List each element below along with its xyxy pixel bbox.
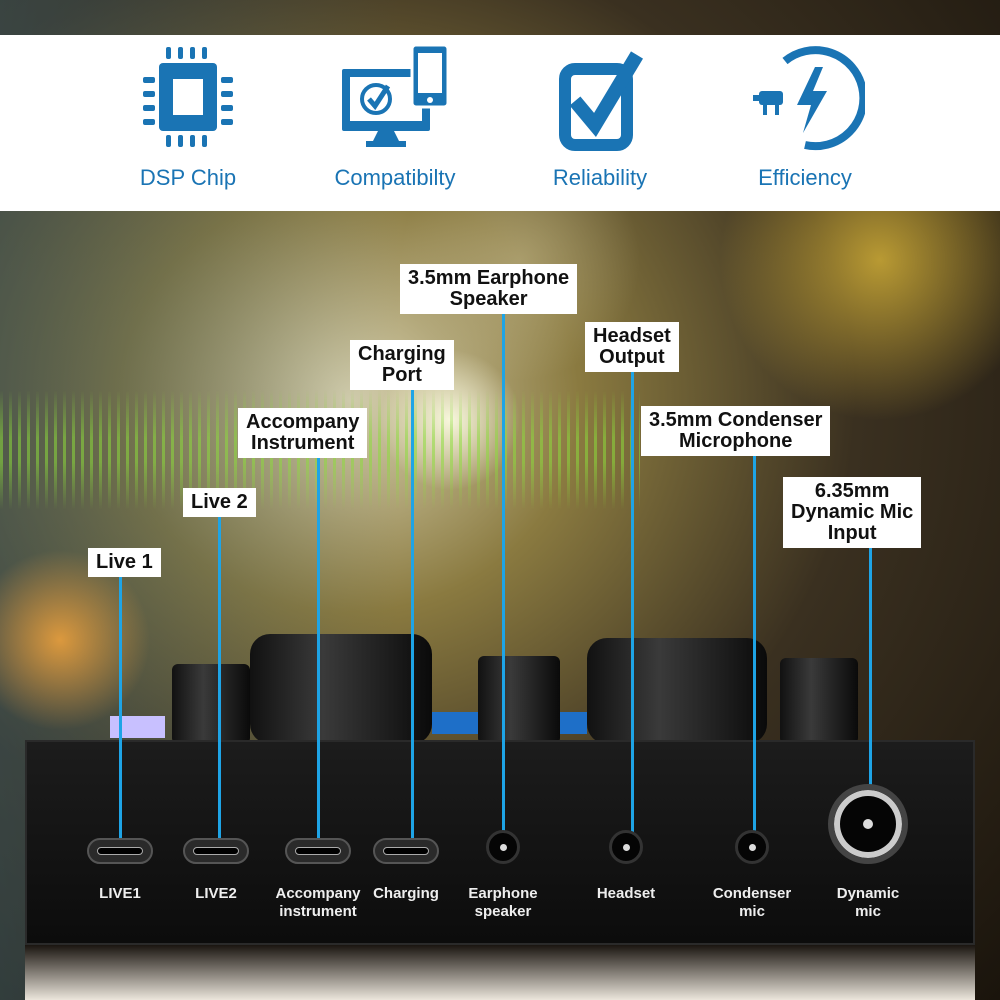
- audio-jack-6-35mm[interactable]: [828, 784, 908, 864]
- feature-efficiency: Efficiency: [705, 35, 905, 191]
- knob[interactable]: [780, 658, 858, 744]
- port-label: LIVE2: [195, 885, 237, 902]
- feature-compatibility: Compatibilty: [295, 35, 495, 191]
- audio-jack-3-5mm[interactable]: [486, 830, 520, 864]
- callout-line: [502, 314, 505, 850]
- callout-earphone: 3.5mm Earphone Speaker: [400, 264, 578, 314]
- micro-usb-port[interactable]: [285, 838, 351, 864]
- callout-accompany: Accompany Instrument: [238, 408, 368, 458]
- callout-line: [869, 548, 872, 852]
- callout-line: [411, 390, 414, 850]
- audio-jack-3-5mm[interactable]: [609, 830, 643, 864]
- callout-condenser: 3.5mm Condenser Microphone: [641, 406, 831, 456]
- callout-line: [317, 458, 320, 850]
- callout-line: [119, 577, 122, 850]
- micro-usb-port[interactable]: [373, 838, 439, 864]
- feature-label: Reliability: [552, 165, 648, 190]
- monitor-phone-check-icon: [342, 43, 450, 147]
- feature-label: Compatibilty: [334, 165, 456, 190]
- micro-usb-port[interactable]: [87, 838, 153, 864]
- checkbox-icon: [559, 51, 644, 151]
- port-label: Dynamic mic: [836, 885, 900, 920]
- callout-dynamic: 6.35mm Dynamic Mic Input: [783, 477, 922, 548]
- callout-charging: Charging Port: [350, 340, 454, 390]
- large-knob[interactable]: [250, 634, 432, 744]
- port-label: LIVE1: [99, 885, 141, 902]
- feature-label: DSP Chip: [139, 165, 237, 190]
- micro-usb-port[interactable]: [183, 838, 249, 864]
- blue-button[interactable]: [432, 712, 478, 734]
- callout-live2: Live 2: [183, 488, 256, 517]
- port-label: Earphone speaker: [468, 885, 538, 920]
- large-knob[interactable]: [587, 638, 767, 744]
- port-label: Charging: [373, 885, 439, 902]
- knob[interactable]: [478, 656, 560, 744]
- feature-label: Efficiency: [758, 165, 852, 190]
- callout-line: [631, 372, 634, 850]
- knob[interactable]: [172, 664, 250, 744]
- audio-jack-3-5mm[interactable]: [735, 830, 769, 864]
- dsp-chip-icon: [143, 47, 233, 147]
- port-label: Condenser mic: [712, 885, 792, 920]
- blue-button[interactable]: [560, 712, 587, 734]
- callout-line: [753, 456, 756, 850]
- plug-lightning-icon: [753, 46, 865, 151]
- port-label: Accompany instrument: [275, 885, 361, 920]
- callout-live1: Live 1: [88, 548, 161, 577]
- port-label: Headset: [596, 885, 656, 902]
- callout-headset: Headset Output: [585, 322, 679, 372]
- callout-line: [218, 517, 221, 850]
- reflection: [25, 945, 975, 1000]
- feature-reliability: Reliability: [500, 35, 700, 191]
- feature-dsp-chip: DSP Chip: [88, 35, 288, 191]
- features-band: DSP Chip Compatibilty Reliability Effici…: [0, 35, 1000, 211]
- light-button[interactable]: [110, 716, 165, 738]
